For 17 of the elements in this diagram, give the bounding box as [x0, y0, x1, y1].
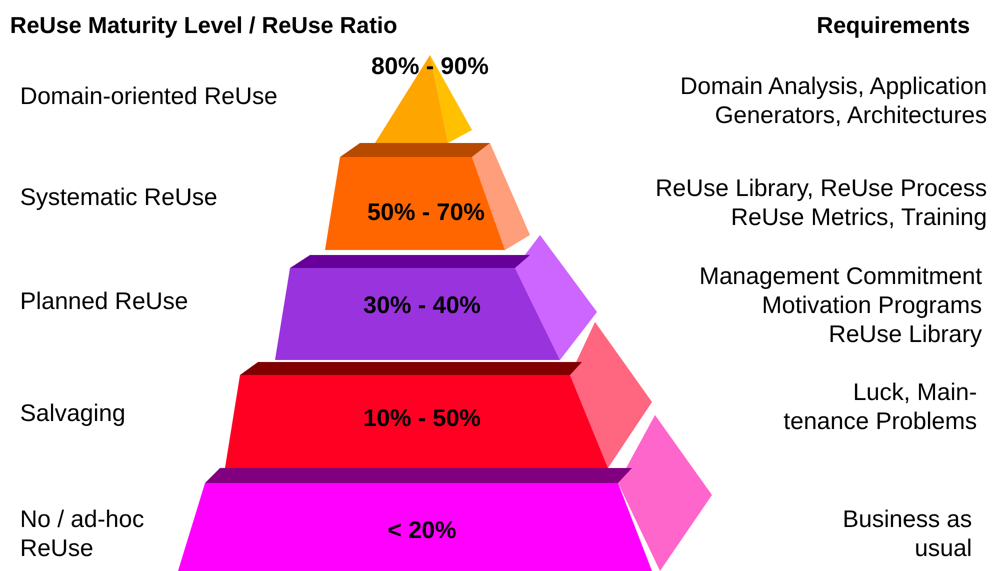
column-heading: Requirements	[816, 12, 970, 39]
maturity-level-name: Systematic ReUse	[20, 183, 218, 212]
maturity-level-name: Salvaging	[20, 399, 126, 428]
reuse-ratio: 50% - 70%	[367, 199, 485, 227]
maturity-level-name: Domain-oriented ReUse	[20, 82, 278, 111]
maturity-level-name: Planned ReUse	[20, 287, 188, 316]
reuse-ratio: 10% - 50%	[363, 405, 481, 433]
maturity-level-name: No / ad-hoc ReUse	[20, 505, 144, 563]
reuse-ratio: 80% - 90%	[371, 53, 489, 81]
requirements-text: Management Commitment Motivation Programs ReUse Library	[699, 262, 982, 349]
requirements-text: Business as usual	[842, 505, 972, 563]
requirements-text: Luck, Main- tenance Problems	[784, 378, 977, 436]
requirements-text: ReUse Library, ReUse Process ReUse Metrics, Training	[655, 174, 987, 232]
reuse-ratio: 30% - 40%	[363, 292, 481, 320]
reuse-ratio: < 20%	[388, 517, 456, 545]
column-heading: ReUse Maturity Level / ReUse Ratio	[10, 12, 398, 39]
requirements-text: Domain Analysis, Application Generators, Architectures	[680, 72, 987, 130]
